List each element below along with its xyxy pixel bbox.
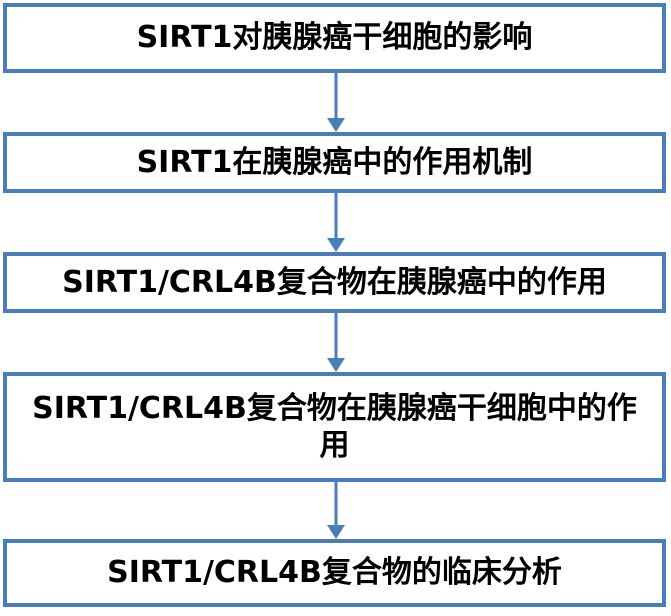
flow-step-1: SIRT1对胰腺癌干细胞的影响 [3,3,666,73]
flow-step-2: SIRT1在胰腺癌中的作用机制 [3,132,666,193]
arrow-down-icon [324,193,348,252]
flow-step-3: SIRT1/CRL4B复合物在胰腺癌中的作用 [3,252,666,313]
flow-step-5: SIRT1/CRL4B复合物的临床分析 [3,539,666,607]
arrow-down-icon [324,73,348,132]
flow-step-5-label: SIRT1/CRL4B复合物的临床分析 [107,555,562,591]
flow-step-3-label: SIRT1/CRL4B复合物在胰腺癌中的作用 [62,264,607,300]
arrow-down-icon [324,482,348,539]
flow-step-4: SIRT1/CRL4B复合物在胰腺癌干细胞中的作用 [3,372,666,482]
flow-step-4-label: SIRT1/CRL4B复合物在胰腺癌干细胞中的作用 [32,390,637,464]
arrow-down-icon [324,313,348,372]
flow-step-1-label: SIRT1对胰腺癌干细胞的影响 [136,20,533,56]
flow-step-2-label: SIRT1在胰腺癌中的作用机制 [136,144,533,180]
